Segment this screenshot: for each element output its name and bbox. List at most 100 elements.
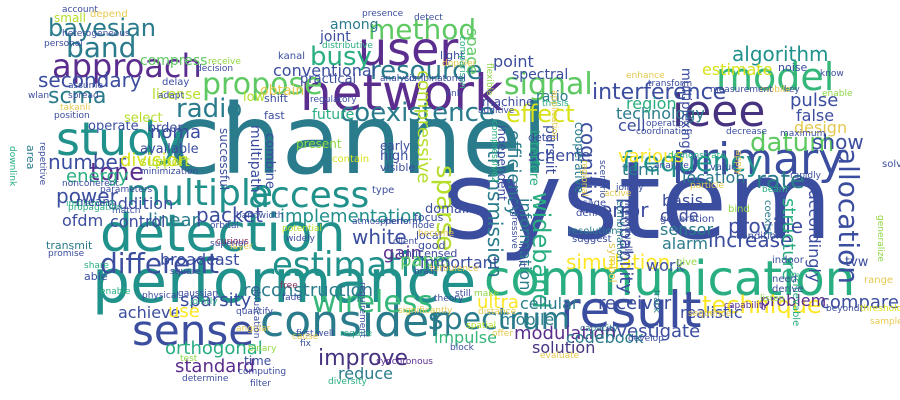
cloud-word: personal [44, 39, 83, 49]
cloud-word: use [168, 301, 200, 322]
cloud-word: method [368, 13, 477, 46]
cloud-word: account [62, 5, 98, 15]
cloud-word: gain [383, 243, 422, 264]
cloud-word: datum [750, 128, 835, 158]
cloud-word: effect [506, 100, 575, 128]
cloud-word: solve [882, 159, 900, 170]
cloud-word: obfuscation [251, 286, 261, 339]
cloud-word: spatial [466, 321, 496, 331]
cloud-word: spectrum [428, 302, 570, 337]
cloud-word: obtain [260, 83, 305, 99]
cloud-word: assume [68, 81, 103, 91]
cloud-word: point [493, 52, 534, 71]
cloud-word: access [248, 175, 370, 216]
cloud-word: code [660, 206, 699, 225]
cloud-word: realistic [680, 303, 743, 322]
cloud-word: listen [760, 294, 785, 304]
cloud-word: gaussian [178, 289, 219, 299]
cloud-word: broadcast [160, 250, 240, 269]
cloud-word: evaluate [540, 351, 580, 361]
cloud-word: local [416, 229, 442, 242]
cloud-word: bayesian [48, 14, 156, 42]
cloud-word: synchronous [376, 357, 433, 367]
cloud-word: modulation [514, 323, 616, 344]
cloud-word: codebook [566, 328, 644, 347]
cloud-word: compressive [413, 70, 434, 184]
cloud-word: enable [822, 89, 853, 99]
cloud-word: downlink [7, 146, 17, 187]
cloud-word: node [412, 221, 435, 231]
cloud-word: order [148, 121, 183, 136]
cloud-word: noise [778, 61, 808, 74]
cloud-word: become [418, 229, 455, 239]
cloud-word: term [622, 160, 660, 179]
cloud-word: atmospheric [352, 217, 409, 227]
cloud-word: performance [92, 247, 477, 317]
cloud-word: among [330, 17, 379, 33]
cloud-word: provide [728, 214, 804, 238]
cloud-word: practical [300, 72, 357, 87]
cloud-word: user [358, 22, 459, 76]
cloud-word: autoregressive [509, 182, 519, 249]
cloud-word: enhance [626, 71, 665, 81]
cloud-word: estimate [702, 60, 773, 79]
cloud-word: individually [622, 200, 633, 258]
cloud-word: parameters [100, 185, 153, 195]
cloud-word: visible [380, 161, 416, 174]
cloud-word: capacity [580, 324, 618, 334]
cloud-word: depend [90, 9, 128, 20]
cloud-word: low [243, 90, 266, 105]
cloud-word: apply [733, 150, 743, 175]
cloud-word: resource [370, 56, 483, 86]
cloud-word: binary [248, 344, 277, 354]
cloud-word: ofdm [62, 211, 104, 230]
cloud-word: beyond [826, 304, 860, 314]
cloud-word: fix [300, 339, 311, 349]
cloud-word: thesis [542, 99, 569, 109]
cloud-word: compressive2 [489, 120, 499, 183]
cloud-word: significantly [398, 306, 453, 316]
cloud-word: technology [616, 104, 705, 123]
cloud-word: enable [100, 287, 131, 297]
cloud-word: small [54, 11, 86, 25]
cloud-word: symbol [606, 243, 619, 283]
cloud-word: location [682, 168, 746, 187]
cloud-word: show [812, 130, 864, 154]
cloud-word: track [651, 290, 661, 313]
cloud-word: propose [202, 67, 323, 102]
cloud-word: wlan [28, 91, 50, 101]
cloud-word: result [560, 281, 702, 339]
cloud-word: available [140, 142, 199, 157]
cloud-word: theory [434, 294, 464, 304]
cloud-word: minimization [140, 167, 199, 177]
cloud-word: demonstrate [668, 151, 726, 161]
cloud-word: cell [618, 116, 646, 135]
cloud-word: heterogeneous [62, 29, 130, 39]
cloud-word: resolution [568, 226, 618, 237]
cloud-word: system [442, 139, 833, 264]
cloud-word: error [600, 198, 649, 222]
cloud-word: number [48, 150, 127, 174]
cloud-word: alarm [662, 234, 708, 253]
cloud-word: implement [66, 199, 115, 209]
cloud-word: technique [702, 291, 822, 319]
cloud-word: compare [820, 292, 899, 313]
cloud-word: coordination [636, 127, 693, 137]
cloud-word: define [576, 208, 608, 219]
cloud-word: band [66, 31, 137, 64]
cloud-word: packet [196, 203, 263, 227]
cloud-word: widely [286, 234, 315, 244]
cloud-word: implementation [280, 206, 423, 227]
cloud-word: scma [48, 84, 107, 109]
cloud-word: condition [736, 231, 783, 242]
cloud-word: filter [250, 379, 271, 389]
cloud-word: orbital [210, 221, 239, 231]
cloud-word: analyze [654, 161, 689, 171]
cloud-word: suggest [572, 234, 612, 245]
cloud-word: detail [528, 131, 559, 144]
cloud-word: need [772, 274, 797, 285]
cloud-word: generation [660, 214, 715, 225]
cloud-word: important [420, 253, 500, 272]
cloud-word: scenario [597, 160, 607, 199]
cloud-word: test [180, 354, 198, 364]
